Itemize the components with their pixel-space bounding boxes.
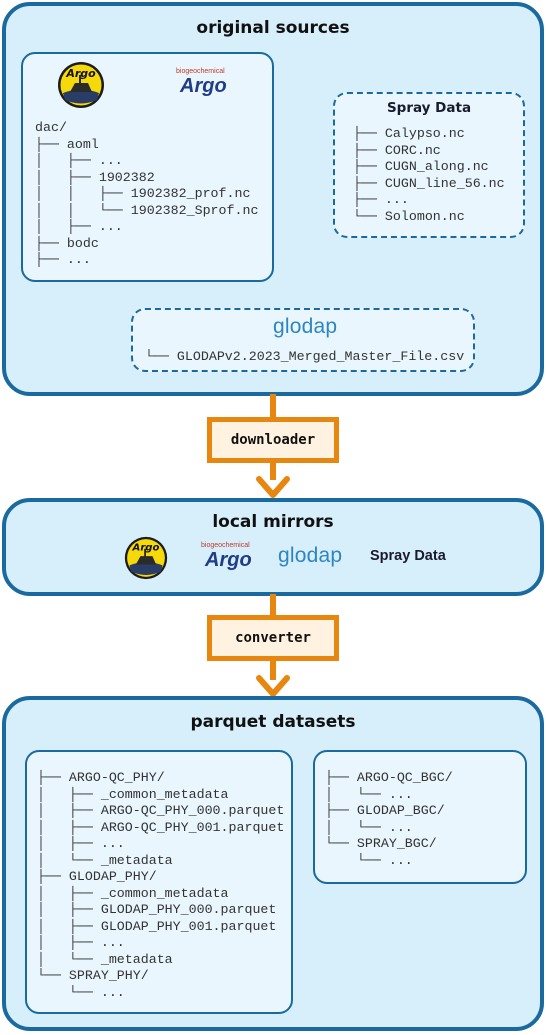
downloader-step: downloader: [207, 417, 339, 463]
tree-line: │ ├── ...: [37, 935, 125, 950]
tree-line: ├── aoml: [35, 136, 99, 152]
argo-directory-tree: dac/├── aoml│ ├── ...│ ├── 1902382│ │ ├─…: [35, 120, 258, 269]
tree-line: ├── GLODAP_PHY/: [37, 869, 157, 884]
tree-line: │ └── ...: [325, 786, 413, 802]
tree-line: ├── ARGO-QC_BGC/: [325, 770, 453, 785]
parquet-bgc-panel: ├── ARGO-QC_BGC/│ └── ...├── GLODAP_BGC/…: [313, 750, 527, 884]
tree-line: │ ├── ...: [35, 153, 123, 168]
argo-logo: Argo: [124, 536, 168, 580]
glodap-source-panel: glodap └── GLODAPv2.2023_Merged_Master_F…: [131, 308, 475, 372]
tree-line: └── Solomon.nc: [353, 208, 465, 224]
tree-line: ├── ARGO-QC_PHY/: [37, 770, 165, 785]
tree-line: │ └── _metadata: [37, 852, 173, 868]
bgc-argo-logo: biogeochemical Argo: [201, 542, 252, 571]
tree-line: │ └── ...: [325, 819, 413, 835]
tree-line: │ ├── ARGO-QC_PHY_001.parquet: [37, 819, 285, 835]
local-mirrors-section: local mirrors Argo biogeochemical Argo g…: [2, 498, 544, 596]
tree-line: ├── ...: [35, 252, 91, 267]
tree-line: ├── Calypso.nc: [353, 126, 465, 141]
converter-arrowhead: [256, 675, 290, 697]
tree-line: │ ├── 1902382: [35, 169, 155, 185]
tree-line: ├── ...: [353, 192, 409, 207]
tree-line: └── GLODAPv2.2023_Merged_Master_File.csv: [145, 349, 465, 364]
glodap-logo: glodap: [278, 544, 343, 567]
parquet-phy-panel: ├── ARGO-QC_PHY/│ ├── _common_metadata│ …: [25, 750, 293, 1014]
svg-text:Argo: Argo: [132, 543, 160, 554]
spray-source-panel: Spray Data ├── Calypso.nc├── CORC.nc├── …: [333, 92, 525, 238]
downloader-arrowhead: [256, 476, 290, 498]
section-title-parquet-datasets: parquet datasets: [190, 712, 356, 732]
glodap-file-tree: └── GLODAPv2.2023_Merged_Master_File.csv: [145, 349, 464, 366]
section-title-original-sources: original sources: [196, 18, 350, 38]
argo-source-panel: Argo biogeochemical Argo dac/├── aoml│ ├…: [21, 52, 274, 282]
tree-line: │ └── _metadata: [37, 951, 173, 967]
tree-line: │ ├── GLODAP_PHY_001.parquet: [37, 918, 277, 934]
tree-line: └── ...: [325, 852, 413, 868]
tree-line: ├── CUGN_along.nc: [353, 159, 489, 174]
tree-line: │ │ ├── 1902382_prof.nc: [35, 186, 251, 201]
tree-line: ├── bodc: [35, 235, 99, 251]
svg-text:Argo: Argo: [65, 67, 96, 80]
tree-line: └── SPRAY_BGC/: [325, 836, 437, 851]
tree-line: │ │ └── 1902382_Sprof.nc: [35, 202, 259, 218]
argo-logo: Argo: [58, 62, 104, 108]
tree-line: ├── CORC.nc: [353, 142, 441, 158]
tree-line: │ ├── _common_metadata: [37, 885, 229, 901]
spray-data-logo: Spray Data: [370, 548, 446, 564]
converter-step: converter: [207, 615, 339, 661]
parquet-datasets-section: parquet datasets ├── ARGO-QC_PHY/│ ├── _…: [2, 696, 544, 1031]
tree-line: │ ├── ...: [37, 836, 125, 851]
parquet-phy-tree: ├── ARGO-QC_PHY/│ ├── _common_metadata│ …: [37, 770, 284, 1001]
section-title-local-mirrors: local mirrors: [212, 512, 334, 532]
tree-line: ├── GLODAP_BGC/: [325, 803, 445, 818]
parquet-bgc-tree: ├── ARGO-QC_BGC/│ └── ...├── GLODAP_BGC/…: [325, 770, 453, 869]
tree-line: └── SPRAY_PHY/: [37, 968, 149, 983]
tree-line: │ ├── ARGO-QC_PHY_000.parquet: [37, 803, 285, 818]
tree-line: │ ├── _common_metadata: [37, 786, 229, 802]
bgc-argo-logo: biogeochemical Argo: [176, 68, 227, 97]
original-sources-section: original sources Argo biogeochemical Arg…: [2, 2, 544, 396]
spray-file-tree: ├── Calypso.nc├── CORC.nc├── CUGN_along.…: [353, 126, 505, 225]
tree-line: └── ...: [37, 984, 125, 1000]
tree-line: │ ├── GLODAP_PHY_000.parquet: [37, 902, 277, 917]
tree-line: dac/: [35, 120, 67, 135]
tree-line: ├── CUGN_line_56.nc: [353, 175, 505, 191]
spray-data-label: Spray Data: [386, 100, 472, 116]
tree-line: │ ├── ...: [35, 219, 123, 234]
glodap-logo: glodap: [273, 315, 338, 338]
